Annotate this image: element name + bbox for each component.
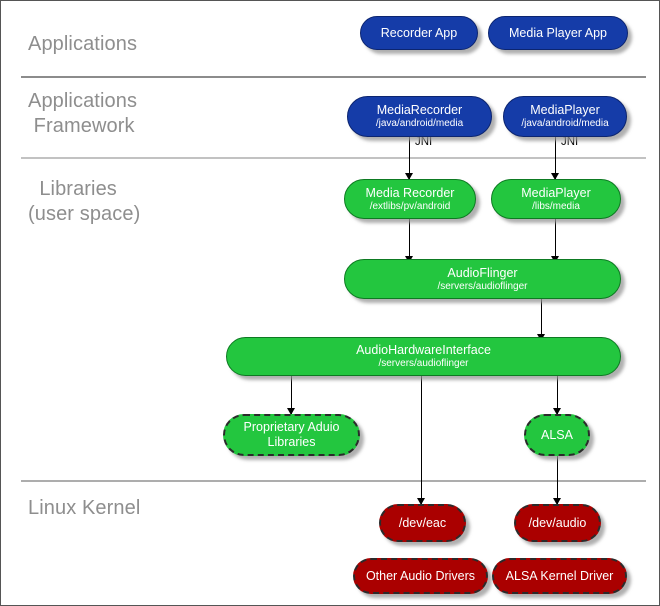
- node-dev-audio-title: /dev/audio: [528, 515, 587, 530]
- node-audiohardwareinterface[interactable]: AudioHardwareInterface /servers/audiofli…: [226, 337, 621, 376]
- connector-ahi-to-alsa: [557, 376, 558, 414]
- arrowhead-dev-eac: [417, 498, 425, 505]
- node-recorder-app-title: Recorder App: [380, 25, 458, 40]
- separator-applications: [21, 76, 646, 78]
- node-mediarecorder-framework-title: MediaRecorder: [376, 103, 463, 117]
- node-media-recorder-lib-path: /extlibs/pv/android: [369, 200, 451, 212]
- node-audioflinger-path: /servers/audioflinger: [437, 280, 528, 292]
- node-mediaplayer-lib-title: MediaPlayer: [521, 185, 591, 200]
- arrowhead-proprietary-audio-libraries: [287, 408, 295, 415]
- node-mediaplayer-framework[interactable]: MediaPlayer /java/android/media: [503, 96, 627, 137]
- arrowhead-mediaplayer-lib: [551, 173, 559, 180]
- layer-label-libraries: Libraries (user space): [28, 178, 141, 225]
- connector-ahi-to-proprietary-audio-libraries: [291, 376, 292, 414]
- node-alsa-title: ALSA: [541, 427, 573, 442]
- separator-applications-framework: [21, 157, 646, 159]
- node-audioflinger-title: AudioFlinger: [447, 265, 518, 280]
- connector-mediarecorder-to-media-recorder-lib: [409, 137, 410, 180]
- separator-libraries: [21, 480, 646, 482]
- node-audiohardwareinterface-title: AudioHardwareInterface: [356, 343, 491, 357]
- connector-ahi-to-dev-eac: [421, 376, 422, 504]
- node-mediaplayer-framework-title: MediaPlayer: [530, 103, 600, 117]
- node-dev-eac-title: /dev/eac: [398, 515, 447, 530]
- node-mediaplayer-lib[interactable]: MediaPlayer /libs/media: [491, 179, 621, 219]
- node-audioflinger[interactable]: AudioFlinger /servers/audioflinger: [344, 259, 621, 299]
- node-dev-audio[interactable]: /dev/audio: [514, 504, 601, 542]
- node-media-player-app[interactable]: Media Player App: [488, 16, 628, 50]
- layer-label-linux-kernel: Linux Kernel: [28, 497, 141, 519]
- node-recorder-app[interactable]: Recorder App: [360, 16, 478, 50]
- connector-mediaplayer-lib-to-audioflinger: [555, 219, 556, 263]
- arrowhead-media-recorder-lib: [405, 173, 413, 180]
- connector-audioflinger-to-audiohardwareinterface: [541, 299, 542, 341]
- edge-label-jni-recorder: JNI: [415, 136, 433, 148]
- node-mediarecorder-framework[interactable]: MediaRecorder /java/android/media: [347, 96, 492, 137]
- edge-label-jni-player: JNI: [561, 136, 579, 148]
- layer-label-applications: Applications: [28, 33, 138, 55]
- node-alsa-kernel-driver-title: ALSA Kernel Driver: [505, 568, 614, 583]
- connector-mediaplayer-to-mediaplayer-lib: [555, 137, 556, 180]
- node-mediaplayer-lib-path: /libs/media: [532, 200, 580, 212]
- node-alsa[interactable]: ALSA: [524, 414, 590, 456]
- node-other-audio-drivers-title: Other Audio Drivers: [365, 568, 476, 583]
- node-other-audio-drivers[interactable]: Other Audio Drivers: [353, 558, 488, 594]
- node-mediarecorder-framework-path: /java/android/media: [375, 118, 464, 129]
- node-audiohardwareinterface-path: /servers/audioflinger: [378, 358, 469, 369]
- arrowhead-dev-audio: [553, 498, 561, 505]
- layer-label-applications-framework: Applications Framework: [28, 90, 138, 137]
- node-media-recorder-lib[interactable]: Media Recorder /extlibs/pv/android: [344, 179, 476, 219]
- node-alsa-kernel-driver[interactable]: ALSA Kernel Driver: [492, 558, 627, 594]
- connector-alsa-to-dev-audio: [557, 456, 558, 504]
- node-media-player-app-title: Media Player App: [509, 25, 607, 40]
- node-mediaplayer-framework-path: /java/android/media: [521, 118, 609, 129]
- node-proprietary-audio-libraries[interactable]: Proprietary Aduio Libraries: [223, 414, 360, 456]
- node-media-recorder-lib-title: Media Recorder: [365, 185, 455, 200]
- node-dev-eac[interactable]: /dev/eac: [379, 504, 466, 542]
- connector-media-recorder-lib-to-audioflinger: [409, 219, 410, 263]
- arrowhead-alsa: [553, 408, 561, 415]
- node-proprietary-audio-libraries-title: Proprietary Aduio Libraries: [243, 420, 340, 449]
